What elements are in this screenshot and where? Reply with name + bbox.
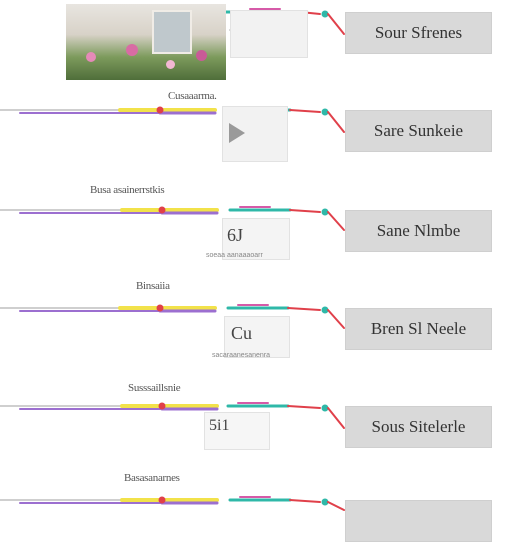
row-thumbnail: 5i1 (204, 412, 270, 450)
connector-node (321, 108, 329, 116)
connector-line (287, 405, 321, 409)
row-label-box: Sare Sunkeie (345, 110, 492, 152)
row-caption: Busa asainerrstkis (90, 184, 165, 196)
play-icon (229, 123, 245, 143)
diagram-row-5: Susssaillsnie 5i1 Sous Sitelerle (0, 336, 512, 450)
diagram-row-2: Cusaaarma. Sare Sunkeie (0, 84, 512, 168)
row-label-box: Sous Sitelerle (345, 406, 492, 448)
thumb-subtext: sacaraanesanenra (212, 352, 270, 359)
row-label-box: Sour Sfrenes (345, 12, 492, 54)
row-thumbnail: Cu (224, 316, 290, 358)
row-label-box: Bren Sl Neele (345, 308, 492, 350)
connector-node (156, 106, 164, 114)
row-caption: Binsaiia (136, 280, 170, 292)
connector-line (327, 407, 345, 429)
row-label-box (345, 500, 492, 542)
connector-node (321, 208, 329, 216)
diagram-row-4: Binsaiia Cu sacaraanesanenra Bren Sl Nee… (0, 252, 512, 359)
photo-flower (166, 60, 175, 69)
connector-node (158, 496, 166, 504)
connector-node (158, 402, 166, 410)
photo-flower (126, 44, 138, 56)
row-caption: Susssaillsnie (128, 382, 181, 394)
photo-flower (196, 50, 207, 61)
connector-node (321, 404, 329, 412)
connector-line (327, 309, 345, 329)
row-caption: Basasanarnes (124, 472, 180, 484)
photo-flower (86, 52, 96, 62)
connector-node (156, 304, 164, 312)
connector-line (289, 209, 321, 213)
thumb-text: Cu (231, 323, 253, 343)
connector-node (158, 206, 166, 214)
connector-lines (0, 8, 345, 511)
connector-line (327, 211, 345, 231)
connector-node (321, 306, 329, 314)
row-caption: Cusaaarma. (168, 90, 217, 102)
row-thumbnail (230, 10, 308, 58)
connector-node (321, 498, 329, 506)
thumb-text: 5i1 (209, 417, 230, 434)
diagram-row-3: Busa asainerrstkis 6J soeaa aanaaaoarr S… (0, 168, 512, 260)
connector-line (327, 111, 345, 133)
photo-window (152, 10, 192, 54)
row-thumbnail: 6J (222, 218, 290, 260)
row-thumbnail (222, 106, 288, 162)
thumb-subtext: soeaa aanaaaoarr (206, 252, 263, 259)
connector-node (321, 10, 329, 18)
connector-line (289, 499, 321, 503)
diagram-row-6: Basasanarnes (0, 420, 512, 542)
connector-line (287, 307, 321, 311)
row-label-box: Sane Nlmbe (345, 210, 492, 252)
garden-photo (66, 4, 226, 80)
connector-line (327, 501, 345, 511)
connector-line (289, 109, 321, 113)
diagram-row-1: Sour Sfrenes (0, 0, 512, 84)
connector-line (327, 13, 345, 35)
thumb-text: 6J (227, 225, 244, 245)
